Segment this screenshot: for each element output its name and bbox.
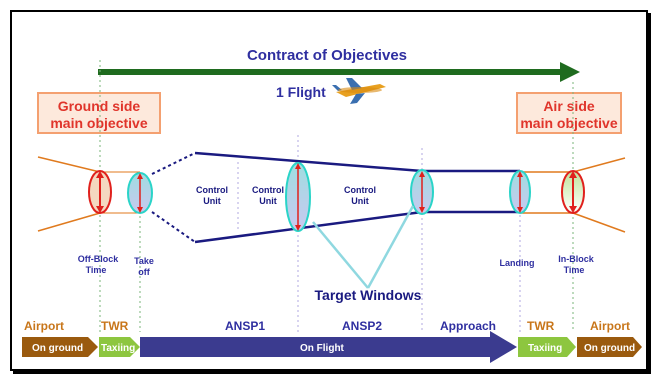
airplane-icon	[332, 78, 386, 104]
take-off-line2: off	[138, 267, 150, 277]
on-ground-right-label: On ground	[584, 343, 635, 354]
target-window-pointers	[312, 205, 415, 289]
taxiing-left-label: Taxiing	[101, 343, 135, 354]
on-flight-label: On Flight	[300, 343, 345, 354]
in-block-line1: In-Block	[558, 254, 594, 264]
control-unit-1-line2: Unit	[203, 196, 221, 206]
air-side-objective-box: Air side main objective	[516, 92, 622, 134]
landing-window	[509, 170, 531, 214]
target-windows-label: Target Windows	[315, 287, 422, 303]
ground-side-objective-box: Ground side main objective	[37, 92, 161, 134]
on-ground-left-label: On ground	[32, 343, 83, 354]
control-unit-3-line2: Unit	[351, 196, 369, 206]
landing-line1: Landing	[500, 258, 535, 268]
control-unit-boundary-window	[285, 162, 311, 232]
taxiing-right-label: Taxiing	[528, 343, 562, 354]
ground-objective-line1: Ground side	[57, 98, 141, 114]
phase-twr-right: TWR	[527, 319, 555, 333]
takeoff-dotted	[151, 152, 196, 243]
phase-ansp2: ANSP2	[342, 319, 382, 333]
flight-label: 1 Flight	[276, 84, 326, 100]
air-objective-line2: main objective	[520, 115, 618, 131]
taxiing-right-arrow	[518, 337, 576, 357]
in-block-line2: Time	[564, 265, 585, 275]
phase-approach: Approach	[440, 319, 496, 333]
contract-label: Contract of Objectives	[247, 47, 407, 64]
airspace-tube	[194, 151, 520, 244]
control-unit-2-line1: Control	[252, 185, 284, 195]
ground-objective-line2: main objective	[50, 115, 148, 131]
phase-airport-left: Airport	[24, 319, 64, 333]
on-ground-left-arrow	[22, 337, 98, 357]
taxiing-left-arrow	[99, 337, 140, 357]
phase-ansp1: ANSP1	[225, 319, 265, 333]
phase-airport-right: Airport	[590, 319, 630, 333]
off-block-line1: Off-Block	[78, 254, 119, 264]
control-unit-2-line2: Unit	[259, 196, 277, 206]
control-unit-1-line1: Control	[196, 185, 228, 195]
airport-funnels	[37, 156, 626, 233]
contract-arrowhead	[560, 62, 580, 82]
in-block-window	[561, 170, 585, 214]
take-off-line1: Take	[134, 256, 154, 266]
off-block-window	[88, 170, 112, 214]
on-ground-right-arrow	[577, 337, 642, 357]
taxi-lines	[100, 171, 140, 214]
ansp-boundary-window	[410, 169, 434, 215]
off-block-line2: Time	[86, 265, 107, 275]
take-off-window	[127, 172, 153, 214]
air-objective-line1: Air side	[543, 98, 595, 114]
control-unit-3-line1: Control	[344, 185, 376, 195]
phase-twr-left: TWR	[101, 319, 129, 333]
on-flight-arrow	[140, 331, 517, 363]
